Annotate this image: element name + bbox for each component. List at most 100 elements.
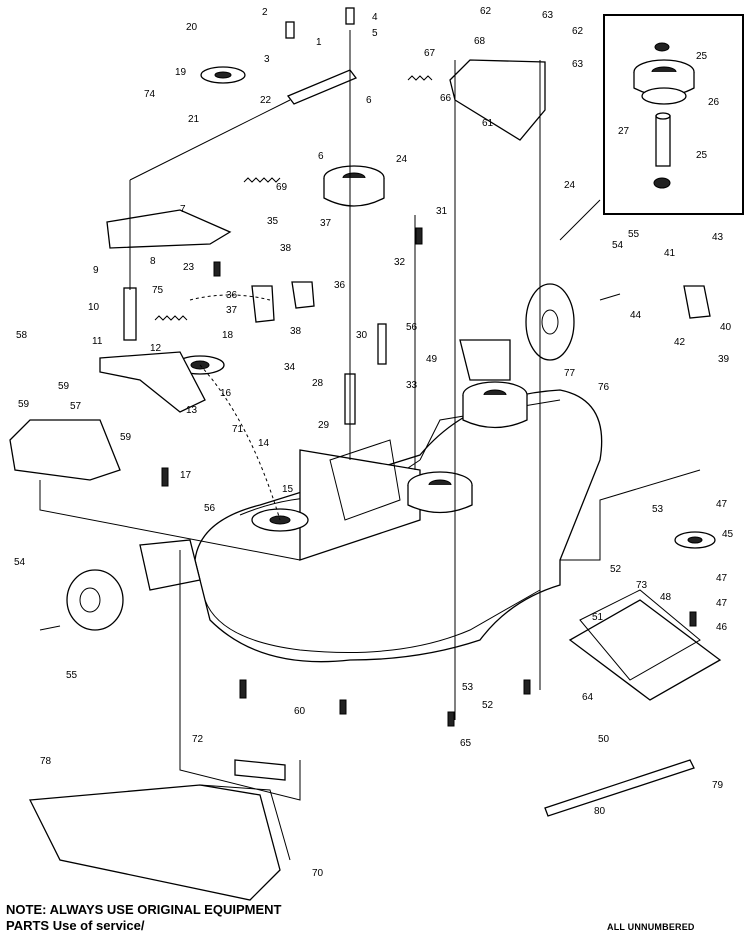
- callout-59a: 59: [18, 399, 30, 410]
- callout-59c: 59: [120, 432, 132, 443]
- callout-72: 72: [192, 734, 204, 745]
- callout-25a: 25: [696, 51, 708, 62]
- callout-39: 39: [718, 354, 730, 365]
- pulley-assembly-inset: [603, 14, 744, 215]
- callout-56a: 56: [406, 322, 418, 333]
- callout-53a: 53: [652, 504, 664, 515]
- drive-belt-path: [189, 294, 281, 521]
- callout-60: 60: [294, 706, 306, 717]
- callout-52b: 52: [482, 700, 494, 711]
- callout-10: 10: [88, 302, 100, 313]
- callout-48: 48: [660, 592, 672, 603]
- callout-65: 65: [460, 738, 472, 749]
- callout-79: 79: [712, 780, 724, 791]
- callout-36a: 36: [226, 290, 238, 301]
- callout-68: 68: [474, 36, 486, 47]
- callout-76: 76: [598, 382, 610, 393]
- callout-63a: 63: [542, 10, 554, 21]
- callout-78: 78: [40, 756, 52, 767]
- callout-27: 27: [618, 126, 630, 137]
- callout-51: 51: [592, 612, 604, 623]
- callout-20: 20: [186, 22, 198, 33]
- callout-19: 19: [175, 67, 187, 78]
- callout-44: 44: [630, 310, 642, 321]
- belt-cover: [28, 759, 291, 901]
- callout-2: 2: [262, 7, 268, 18]
- callout-8: 8: [150, 256, 156, 267]
- callout-36b: 36: [334, 280, 346, 291]
- callout-1: 1: [316, 37, 322, 48]
- callout-28: 28: [312, 378, 324, 389]
- callout-23: 23: [183, 262, 195, 273]
- callout-6a: 6: [366, 95, 372, 106]
- unnumbered-parts-note: ALL UNNUMBERED: [607, 922, 695, 932]
- callout-43: 43: [712, 232, 724, 243]
- callout-9: 9: [93, 265, 99, 276]
- callout-34: 34: [284, 362, 296, 373]
- note-text: NOTE: ALWAYS USE ORIGINAL EQUIPMENT PART…: [6, 902, 306, 934]
- callout-40: 40: [720, 322, 732, 333]
- gauge-wheels: [39, 283, 621, 631]
- callout-24a: 24: [396, 154, 408, 165]
- callout-47b: 47: [716, 573, 728, 584]
- callout-21: 21: [188, 114, 200, 125]
- callout-57: 57: [70, 401, 82, 412]
- callout-30: 30: [356, 330, 368, 341]
- callout-33: 33: [406, 380, 418, 391]
- callout-35: 35: [267, 216, 279, 227]
- callout-62a: 62: [480, 6, 492, 17]
- callout-54b: 54: [14, 557, 26, 568]
- callout-5: 5: [372, 28, 378, 39]
- callout-56b: 56: [204, 503, 216, 514]
- callout-4: 4: [372, 12, 378, 23]
- callout-18: 18: [222, 330, 234, 341]
- callout-41: 41: [664, 248, 676, 259]
- callout-55a: 55: [628, 229, 640, 240]
- callout-54a: 54: [612, 240, 624, 251]
- callout-59b: 59: [58, 381, 70, 392]
- brackets-and-arms: [9, 59, 722, 701]
- callout-46: 46: [716, 622, 728, 633]
- callout-24b: 24: [564, 180, 576, 191]
- callout-47a: 47: [716, 499, 728, 510]
- callout-71: 71: [232, 424, 244, 435]
- callout-17: 17: [180, 470, 192, 481]
- callout-15: 15: [282, 484, 294, 495]
- callout-12: 12: [150, 343, 162, 354]
- callout-53b: 53: [462, 682, 474, 693]
- callout-37b: 37: [226, 305, 238, 316]
- callout-32: 32: [394, 257, 406, 268]
- callout-80: 80: [594, 806, 606, 817]
- callout-74: 74: [144, 89, 156, 100]
- callout-77: 77: [564, 368, 576, 379]
- callout-69: 69: [276, 182, 288, 193]
- callout-55b: 55: [66, 670, 78, 681]
- callout-75: 75: [152, 285, 164, 296]
- callout-3: 3: [264, 54, 270, 65]
- callout-47c: 47: [716, 598, 728, 609]
- callout-42: 42: [674, 337, 686, 348]
- callout-16: 16: [220, 388, 232, 399]
- callout-58: 58: [16, 330, 28, 341]
- callout-labels: 1 2 3 4 5 6 6 7 8 9 10 11 12 13 14 15 16…: [14, 6, 734, 879]
- leader-lines: [39, 30, 701, 801]
- note-body: ALWAYS USE ORIGINAL EQUIPMENT PARTS Use …: [6, 902, 282, 933]
- callout-13: 13: [186, 405, 198, 416]
- springs: [154, 75, 433, 321]
- callout-38b: 38: [290, 326, 302, 337]
- deck-spindle-pulleys: [251, 381, 528, 532]
- callout-70: 70: [312, 868, 324, 879]
- callout-37a: 37: [320, 218, 332, 229]
- note-label: NOTE:: [6, 902, 47, 917]
- callout-26: 26: [708, 97, 720, 108]
- callout-31: 31: [436, 206, 448, 217]
- callout-14: 14: [258, 438, 270, 449]
- callout-38a: 38: [280, 243, 292, 254]
- callout-63b: 63: [572, 59, 584, 70]
- callout-61: 61: [482, 118, 494, 129]
- callout-7: 7: [180, 204, 186, 215]
- callout-6b: 6: [318, 151, 324, 162]
- callout-64: 64: [582, 692, 594, 703]
- callout-50: 50: [598, 734, 610, 745]
